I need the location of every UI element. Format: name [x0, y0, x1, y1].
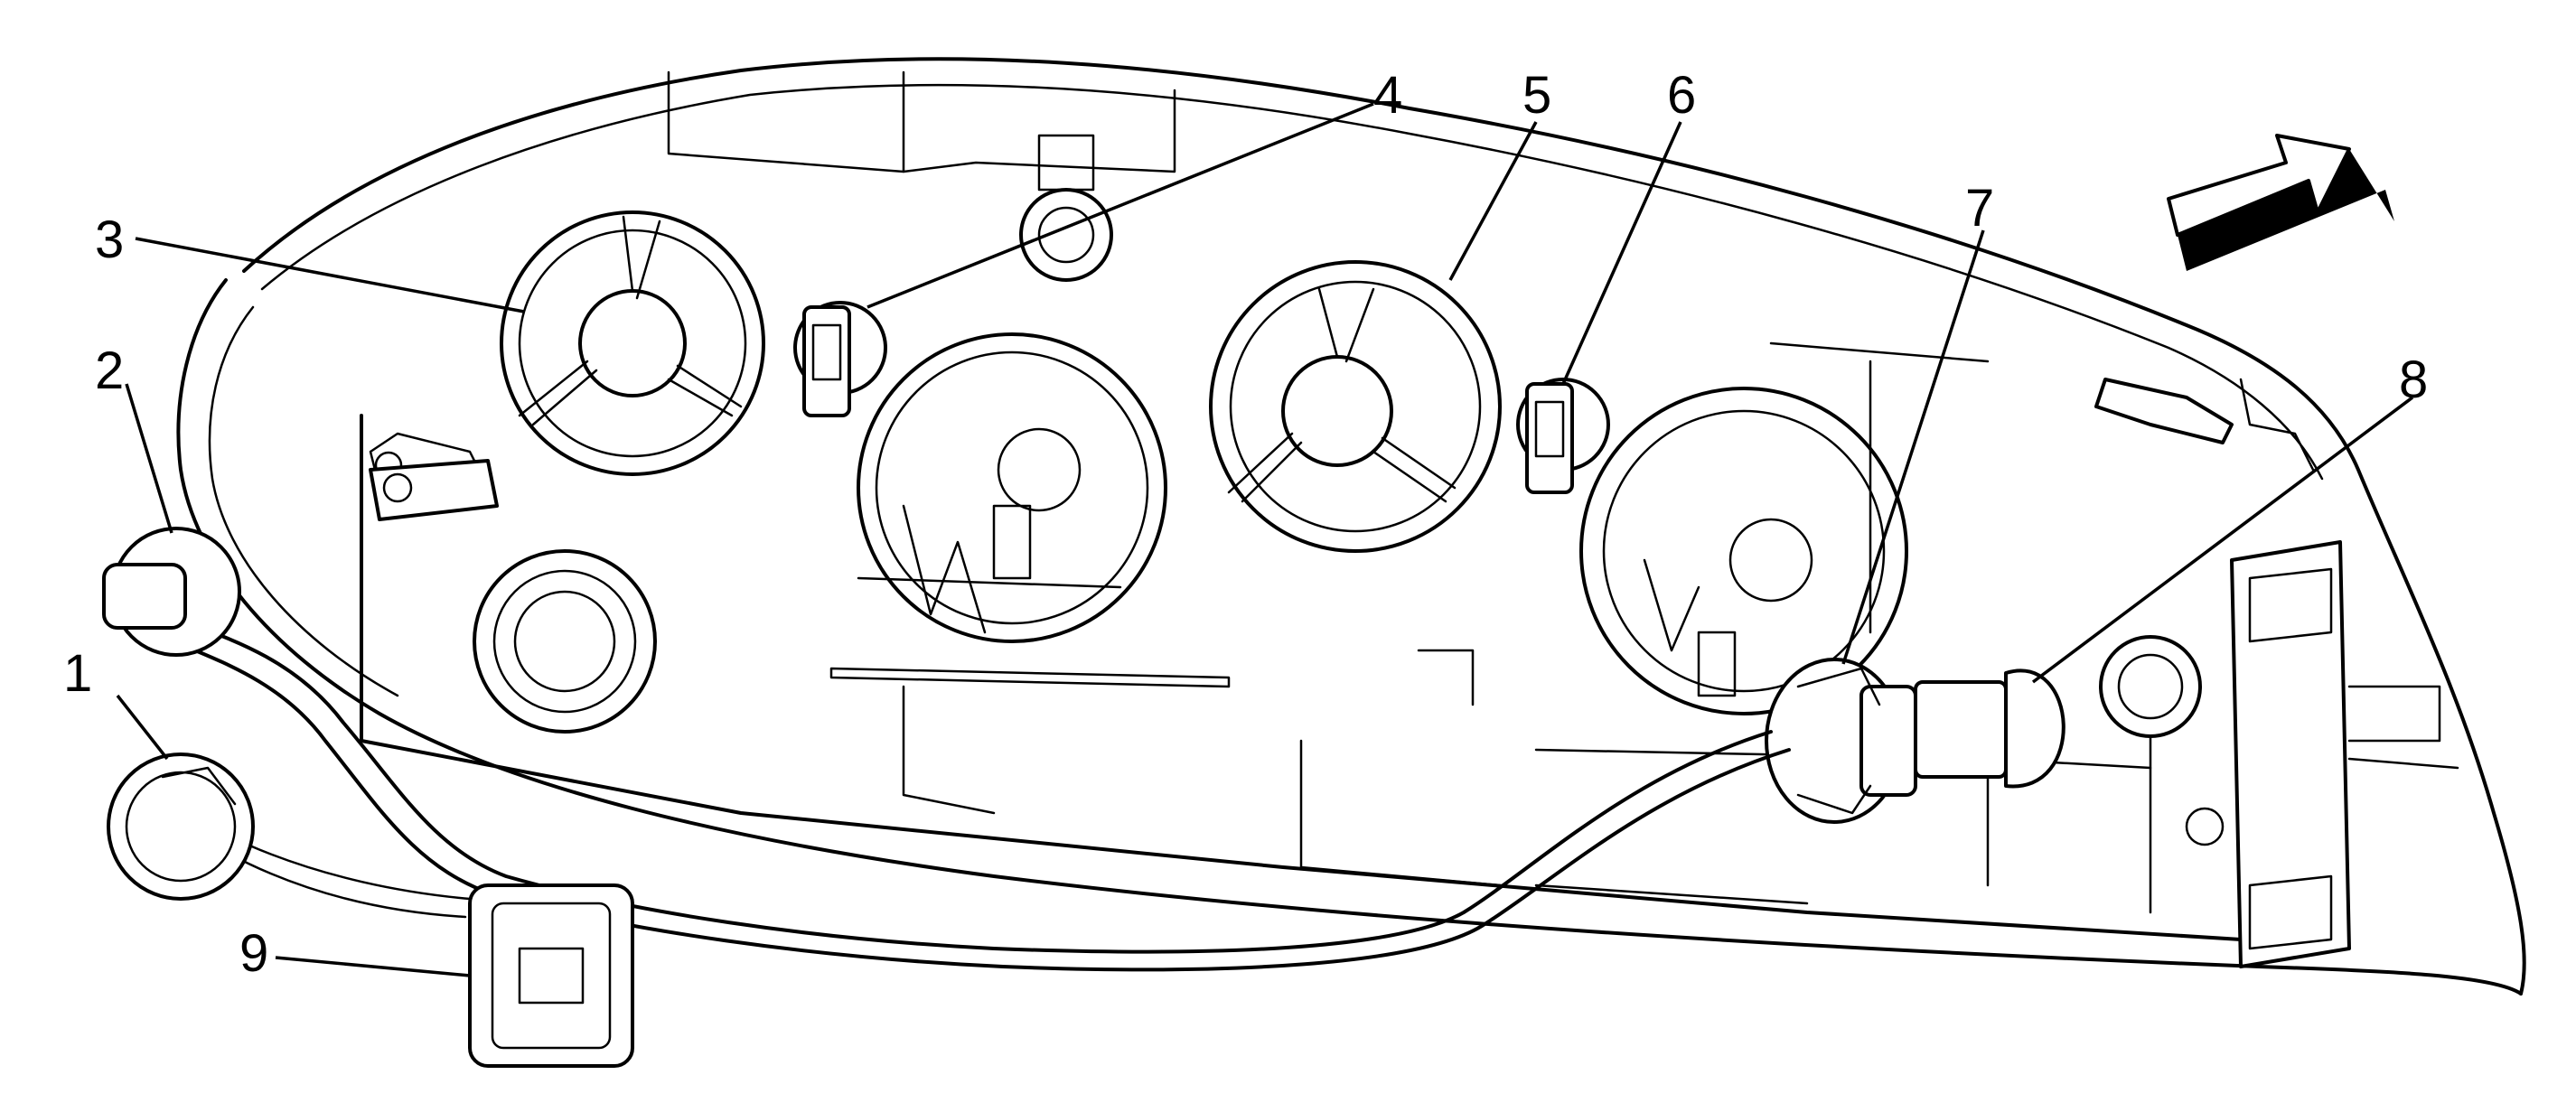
small-bulb-left	[369, 459, 499, 521]
callout-5: 5	[1522, 66, 1551, 125]
bulb-socket-7	[1765, 658, 1917, 824]
callout-9: 9	[239, 924, 268, 983]
callout-labels: 1 2 3 4 5 6 7 8 9	[63, 66, 2428, 983]
wiring-harness	[152, 612, 1791, 972]
callout-7: 7	[1965, 179, 1994, 238]
bulb-access-cover-5	[1209, 260, 1502, 553]
callout-3: 3	[95, 210, 124, 269]
callout-4: 4	[1373, 66, 1402, 125]
front-direction-arrow-icon	[2167, 134, 2394, 271]
harness-connector-9	[468, 883, 634, 1068]
callout-1: 1	[63, 644, 92, 703]
callout-8: 8	[2399, 351, 2428, 409]
bulb-socket-4	[793, 301, 887, 417]
bulb-opening-left	[857, 332, 1167, 643]
bulb-opening-right	[1579, 387, 1908, 715]
large-port-lower-left	[473, 549, 657, 734]
bulb-socket-6	[1516, 378, 1610, 494]
bulb-access-cover-3	[500, 210, 765, 476]
bulb-8	[1914, 668, 2065, 789]
leader-lines	[116, 102, 2414, 977]
small-socket-upper	[1019, 134, 1113, 282]
callout-6: 6	[1667, 66, 1696, 125]
harness-socket-1	[107, 752, 255, 901]
harness-socket-2	[102, 527, 241, 657]
port-right	[2099, 635, 2202, 738]
callout-2: 2	[95, 341, 124, 400]
right-mounting-bracket	[2185, 540, 2459, 968]
